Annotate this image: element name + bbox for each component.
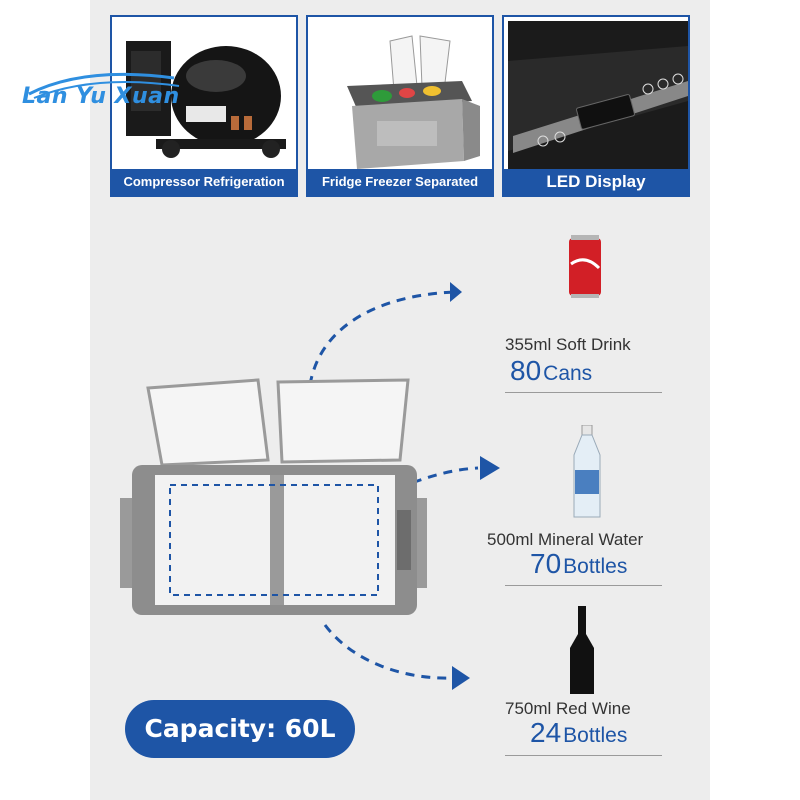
feature-caption: Fridge Freezer Separated — [308, 169, 492, 195]
item-label: 750ml Red Wine — [505, 699, 631, 718]
cooler-illustration — [120, 282, 500, 690]
arrow-to-soda — [308, 290, 456, 386]
item-count: 80Cans — [510, 355, 592, 387]
item-count-unit: Bottles — [563, 555, 628, 578]
feature-caption: Compressor Refrigeration — [112, 169, 296, 195]
item-count: 70Bottles — [530, 548, 627, 580]
water-bottle-icon — [573, 425, 601, 518]
item-count-number: 70 — [530, 548, 562, 579]
item-label: 500ml Mineral Water — [487, 530, 644, 549]
divider — [505, 585, 662, 586]
feature-card-fridge-freezer: Fridge Freezer Separated — [306, 15, 494, 197]
item-count-number: 80 — [510, 355, 542, 386]
divider — [505, 392, 662, 393]
wine-bottle-icon — [570, 606, 594, 694]
item-count: 24Bottles — [530, 717, 627, 749]
item-count-unit: Cans — [543, 362, 593, 385]
item-count-unit: Bottles — [563, 724, 628, 747]
feature-card-led-display: LED Display — [502, 15, 690, 197]
divider — [505, 755, 662, 756]
feature-caption: LED Display — [504, 169, 688, 195]
brand-swoosh-icon — [28, 72, 180, 99]
brand-logo: Lan Yu Xuan — [22, 84, 180, 109]
led-display-icon — [508, 21, 688, 171]
soda-can-icon — [569, 235, 601, 298]
fridge-freezer-icon — [347, 35, 480, 169]
arrow-to-wine — [323, 624, 456, 680]
feature-card-compressor: Compressor Refrigeration — [110, 15, 298, 197]
capacity-badge: Capacity: 60L — [125, 700, 355, 758]
item-count-number: 24 — [530, 717, 562, 748]
item-label: 355ml Soft Drink — [505, 335, 631, 354]
compressor-icon — [126, 41, 286, 158]
